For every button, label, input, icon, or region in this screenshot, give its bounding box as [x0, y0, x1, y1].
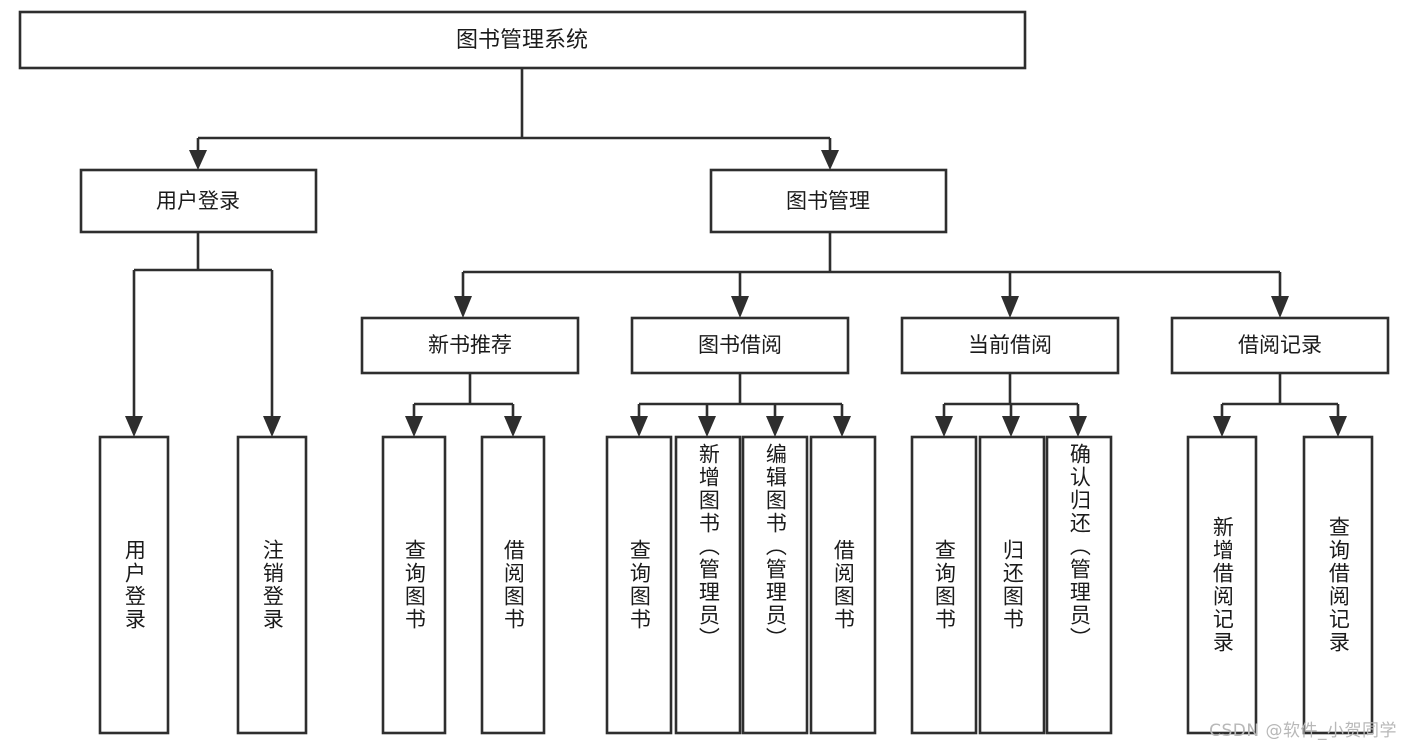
- node-leaf-query-book-current[interactable]: [910, 435, 978, 735]
- node-leaf-add-book[interactable]: [674, 435, 742, 735]
- arrow-head-leaf-user-login: [125, 416, 143, 437]
- node-new-book-recommend[interactable]: [360, 316, 580, 375]
- arrow-head-user-login: [189, 150, 207, 170]
- node-leaf-query-book-recommend[interactable]: [381, 435, 447, 735]
- node-borrow-records[interactable]: [1170, 316, 1390, 375]
- arrow-head-book-borrow: [731, 296, 749, 318]
- node-book-borrow-label: 图书借阅: [698, 333, 782, 357]
- connector-group-root-to-level2: [189, 68, 839, 170]
- arrow-head-leaf-return-book: [1002, 416, 1020, 437]
- arrow-head-leaf-query-book-3: [935, 416, 953, 437]
- node-leaf-borrow-book[interactable]: [809, 435, 877, 735]
- connector-group-new-book-to-leaves: [405, 373, 522, 437]
- arrow-head-leaf-borrow-book-1: [504, 416, 522, 437]
- node-leaf-confirm-return[interactable]: [1045, 435, 1113, 735]
- node-current-borrow[interactable]: [900, 316, 1120, 375]
- node-book-borrow[interactable]: [630, 316, 850, 375]
- arrow-head-book-management: [821, 150, 839, 170]
- arrow-head-new-book: [454, 296, 472, 318]
- connector-group-book-management-to-level3: [454, 232, 1289, 318]
- node-book-management[interactable]: [709, 168, 948, 234]
- node-leaf-query-borrow-record[interactable]: [1302, 435, 1374, 735]
- arrow-head-leaf-query-book-1: [405, 416, 423, 437]
- node-leaf-logout[interactable]: [236, 435, 308, 735]
- node-leaf-user-login[interactable]: [98, 435, 170, 735]
- node-current-borrow-label: 当前借阅: [968, 333, 1052, 357]
- node-book-management-label: 图书管理: [786, 189, 870, 213]
- node-borrow-records-label: 借阅记录: [1238, 333, 1322, 357]
- node-user-login[interactable]: [79, 168, 318, 234]
- arrow-head-leaf-confirm-return: [1069, 416, 1087, 437]
- csdn-watermark: CSDN @软件_小贺同学: [1209, 721, 1397, 741]
- arrow-head-leaf-add-record: [1213, 416, 1231, 437]
- arrow-head-leaf-query-book-2: [630, 416, 648, 437]
- connector-group-book-borrow-to-leaves: [630, 373, 851, 437]
- arrow-head-leaf-query-record: [1329, 416, 1347, 437]
- connector-group-borrow-records-to-leaves: [1213, 373, 1347, 437]
- arrow-head-leaf-logout: [263, 416, 281, 437]
- connector-group-current-borrow-to-leaves: [935, 373, 1087, 437]
- node-leaf-return-book[interactable]: [978, 435, 1046, 735]
- node-leaf-borrow-book-recommend[interactable]: [480, 435, 546, 735]
- arrow-head-leaf-edit-book: [766, 416, 784, 437]
- node-new-book-recommend-label: 新书推荐: [428, 333, 512, 357]
- arrow-head-current-borrow: [1001, 296, 1019, 318]
- arrow-head-borrow-records: [1271, 296, 1289, 318]
- node-leaf-query-book-borrow[interactable]: [605, 435, 673, 735]
- arrow-head-leaf-borrow-book-2: [833, 416, 851, 437]
- node-leaf-edit-book[interactable]: [741, 435, 809, 735]
- node-leaf-add-borrow-record[interactable]: [1186, 435, 1258, 735]
- connector-group-user-login-to-leaves: [125, 232, 281, 437]
- arrow-head-leaf-add-book: [698, 416, 716, 437]
- node-root-label: 图书管理系统: [456, 28, 588, 53]
- node-user-login-label: 用户登录: [156, 189, 240, 213]
- node-root-book-management-system[interactable]: [18, 10, 1027, 70]
